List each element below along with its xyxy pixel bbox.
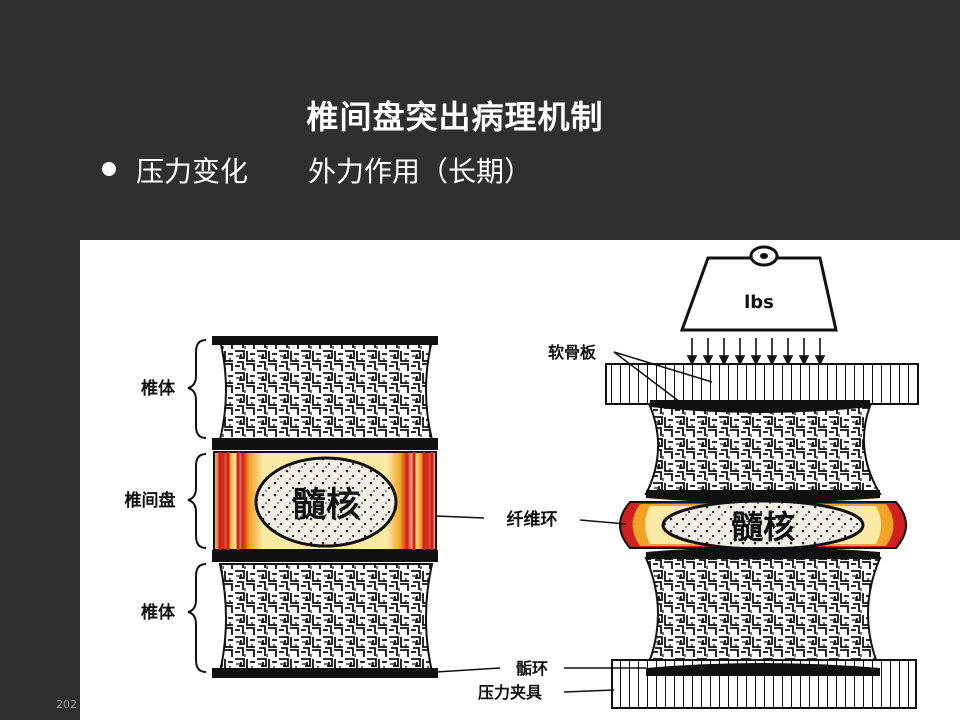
slide-title: 椎间盘突出病理机制	[306, 98, 604, 136]
label-disc: 椎间盘	[124, 490, 176, 511]
label-annulus: 纤维环	[507, 509, 558, 530]
left-braces	[187, 339, 207, 673]
label-ring-apophysis: 骺环	[516, 659, 548, 678]
bullet-line: 压力变化 外力作用（长期）	[102, 150, 532, 190]
bullet-dot-icon	[102, 162, 116, 176]
disc-mechanism-figure: lbs 椎体 椎间盘 椎体 髓核 髓核 纤维环 软骨板 骺环 压力夹具	[80, 240, 960, 720]
label-nucleus-left: 髓核	[292, 485, 360, 525]
label-vertebra-bottom: 椎体	[140, 602, 176, 623]
bullet-text-right: 外力作用（长期）	[308, 155, 533, 188]
label-vertebra-top: 椎体	[140, 378, 176, 399]
label-nucleus-right: 髓核	[731, 508, 795, 546]
label-endplate: 软骨板	[548, 343, 597, 362]
label-pressure-clamp: 压力夹具	[478, 683, 542, 702]
bullet-text-left: 压力变化	[136, 155, 249, 188]
right-spine-segment	[605, 245, 919, 709]
footer-date: 202	[56, 698, 77, 711]
left-spine-segment	[212, 336, 438, 678]
label-weight: lbs	[744, 292, 774, 313]
leader-lines	[435, 351, 713, 693]
